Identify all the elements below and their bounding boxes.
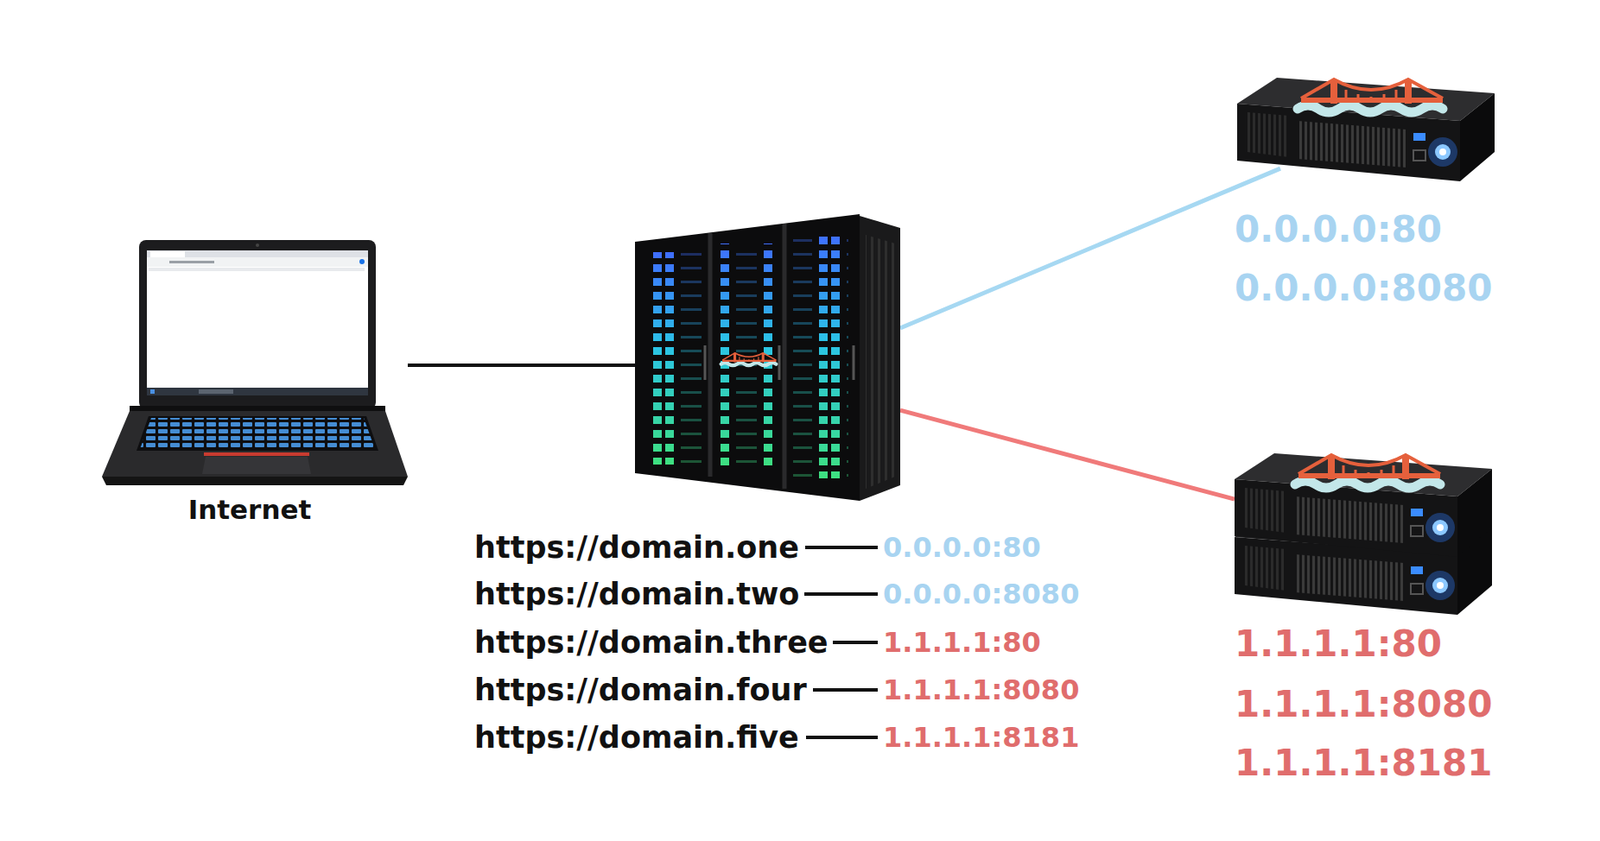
client-laptop: Internet [101,240,408,489]
rack-side-vents [865,234,896,489]
laptop-keyboard-well [136,416,379,451]
upstream-address: 1.1.1.1:80 [882,628,1042,657]
upstream-server: 1.1.1.1:801.1.1.1:80801.1.1.1:8181 [1234,453,1494,618]
laptop-camera [255,243,260,248]
domain-name: https://domain.five [474,723,800,754]
domain-name: https://domain.three [474,628,829,659]
rack-front [634,214,860,502]
upstream-server-two-illustration [1234,453,1493,616]
laptop-illustration [101,240,408,486]
os-start-button [150,389,155,394]
server-logo [1295,455,1441,489]
upstream-server-one-illustration [1237,77,1495,182]
laptop-trackpad [202,457,312,475]
server-address: 0.0.0.0:80 [1234,211,1442,248]
upstream-address: 0.0.0.0:8080 [882,580,1080,609]
laptop-display [146,250,369,396]
rack-logo [721,353,777,366]
trackpad-buttons [203,452,310,457]
browser-tab [150,251,185,258]
reverse-proxy-server: https://domain.one0.0.0.0:80https://doma… [634,212,901,502]
browser-tab-bar [146,250,369,258]
laptop-front-edge [101,476,408,486]
browser-profile [359,259,365,265]
laptop-base [101,411,408,477]
mapping-dash [812,688,878,693]
os-task-icons [198,389,234,394]
browser-bookmarks [148,267,365,272]
domain-name: https://domain.four [474,675,807,706]
upstream-server: 0.0.0.0:800.0.0.0:8080 [1236,73,1496,185]
mapping-dash [832,641,878,645]
mapping-dash [806,736,878,740]
rack-led-column [793,233,849,479]
server-logo [1297,79,1443,113]
server-address: 1.1.1.1:8181 [1234,745,1493,782]
server-address: 0.0.0.0:8080 [1234,270,1493,307]
upstream-address: 1.1.1.1:8080 [882,676,1080,705]
server-address: 1.1.1.1:80 [1234,626,1442,663]
rack-led-column [646,252,702,465]
laptop-hinge [129,406,386,413]
rack-side-panel [859,215,901,502]
upstream-address: 1.1.1.1:8181 [882,723,1080,752]
proxy-rack-illustration [634,214,901,502]
rack-led-column [720,243,776,467]
network-link [900,168,1281,329]
domain-name: https://domain.one [474,533,800,564]
laptop-keys [139,418,375,450]
node-heading: Internet [188,496,312,524]
domain-name: https://domain.two [474,579,800,610]
server-unit-upper [1234,453,1493,558]
network-link [407,363,635,368]
rack-cabinet-divider [710,223,785,489]
mapping-dash [805,546,878,550]
upstream-address: 0.0.0.0:80 [882,533,1042,562]
browser-address-bar [146,257,369,267]
rack-handle [704,345,854,381]
network-link [900,410,1235,500]
laptop-bezel [139,240,376,410]
mapping-dash [804,592,878,597]
browser-url [169,260,215,264]
server-unit [1237,77,1495,182]
server-address: 1.1.1.1:8080 [1234,686,1493,724]
os-taskbar [146,387,369,396]
